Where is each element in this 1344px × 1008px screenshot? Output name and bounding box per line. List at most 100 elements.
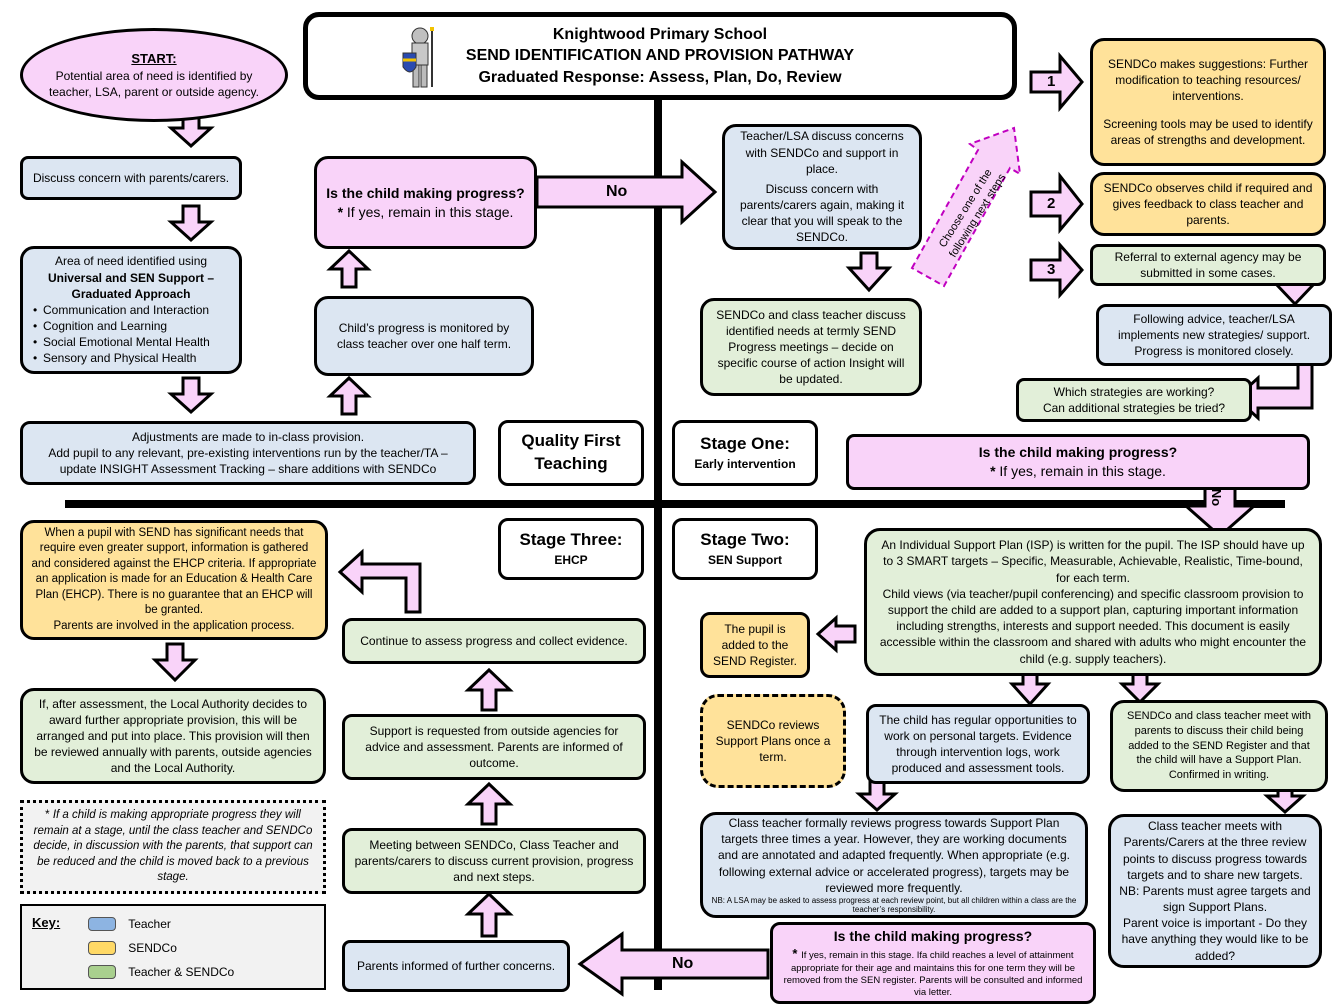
area-item: Cognition and Learning: [31, 318, 231, 334]
up-arrow: [326, 375, 372, 416]
ehcp-text: When a pupil with SEND has significant n…: [31, 526, 317, 617]
start-text: Potential area of need is identified by …: [49, 68, 259, 99]
stage-two-no-label: No: [672, 955, 694, 972]
step-1-box: SENDCo makes suggestions: Further modifi…: [1090, 38, 1326, 166]
progress-note-star: *: [45, 809, 50, 822]
key-title: Key:: [32, 915, 61, 930]
monitored-text: Child’s progress is monitored by class t…: [336, 320, 512, 351]
stage-two-label: Stage Two: SEN Support: [672, 518, 818, 580]
formal-review-text: Class teacher formally reviews progress …: [717, 815, 1071, 895]
key-label: Teacher: [128, 917, 171, 931]
qft-question: Is the child making progress?: [326, 184, 525, 201]
register-text: The pupil is added to the SEND Register.: [712, 621, 798, 669]
no-right-arrow: [535, 158, 718, 226]
qft-label-line-2: Teaching: [534, 454, 608, 473]
progress-note-text: If a child is making appropriate progres…: [33, 809, 313, 884]
area-intro: Area of need identified using: [54, 254, 208, 269]
local-authority-text: If, after assessment, the Local Authorit…: [34, 696, 312, 776]
school-name: Knightwood Primary School: [552, 25, 768, 43]
knight-icon: [402, 27, 434, 88]
key-item-teacher: Teacher: [88, 916, 234, 932]
isp-text-1: An Individual Support Plan (ISP) is writ…: [881, 538, 1305, 585]
stage-three-subtitle: EHCP: [554, 553, 588, 568]
stage-one-question-note: If yes, remain in this stage.: [999, 463, 1166, 479]
parents-informed-box: Parents informed of further concerns.: [342, 940, 570, 992]
stage-one-meeting-text: SENDCo and class teacher discuss identif…: [716, 307, 906, 387]
stage-one-no-label: No: [1209, 488, 1225, 507]
down-arrow: [167, 376, 215, 415]
three-review-points-box: Class teacher meets with Parents/Carers …: [1108, 814, 1322, 968]
stage-three-label: Stage Three: EHCP: [498, 518, 644, 580]
stage-two-subtitle: SEN Support: [708, 553, 782, 568]
discuss-concern-text: Discuss concern with parents/carers.: [32, 170, 230, 185]
stage-one-question-box: Is the child making progress? * If yes, …: [846, 434, 1310, 490]
page-subtitle: Graduated Response: Assess, Plan, Do, Re…: [478, 68, 842, 86]
stage-one-subtitle: Early intervention: [694, 457, 796, 472]
area-item: Sensory and Physical Health: [31, 350, 231, 366]
three-points-3: Parent voice is important - Do they have…: [1121, 916, 1309, 963]
stage-one-title: Stage One:: [700, 434, 790, 454]
down-arrow: [151, 642, 199, 683]
step-3-text: Referral to external agency may be submi…: [1114, 249, 1302, 280]
adjustments-box: Adjustments are made to in-class provisi…: [20, 421, 476, 485]
step-arrow-3: [1029, 241, 1084, 299]
stage-two-question-note-row: * If yes, remain in this stage. Ifa chil…: [783, 945, 1083, 999]
key-items: Teacher SENDCo Teacher & SENDCo: [88, 912, 234, 985]
progress-note-box: * If a child is making appropriate progr…: [20, 800, 326, 894]
key-label: Teacher & SENDCo: [128, 965, 235, 980]
page-title: SEND IDENTIFICATION AND PROVISION PATHWA…: [465, 47, 855, 65]
opportunities-text: The child has regular opportunities to w…: [879, 712, 1077, 776]
qft-label-line-1: Quality First: [521, 431, 621, 451]
key-label: SENDCo: [128, 941, 177, 956]
meet-parents-text: SENDCo and class teacher meet with paren…: [1126, 709, 1312, 782]
support-requested-text: Support is requested from outside agenci…: [365, 723, 623, 771]
step-1-text-a: SENDCo makes suggestions: Further modifi…: [1107, 56, 1309, 103]
down-arrow: [167, 204, 215, 243]
step-arrow-2: [1029, 171, 1084, 235]
qft-no-label: No: [606, 183, 628, 200]
parents-informed-text: Parents informed of further concerns.: [356, 958, 556, 973]
isp-text-2: Child views (via teacher/pupil conferenc…: [879, 586, 1307, 666]
key-swatch: [88, 917, 117, 932]
up-arrow: [464, 891, 514, 938]
key-swatch: [88, 941, 117, 956]
sendco-reviews-text: SENDCo reviews Support Plans once a term…: [715, 717, 831, 765]
isp-box: An Individual Support Plan (ISP) is writ…: [864, 528, 1322, 676]
stage-one-discuss-box: Teacher/LSA discuss concerns with SENDCo…: [722, 124, 922, 250]
area-approach: Universal and SEN Support – Graduated Ap…: [47, 270, 215, 301]
stage-one-question-note-row: * If yes, remain in this stage.: [990, 463, 1166, 479]
progress-note-row: * If a child is making appropriate progr…: [31, 808, 315, 886]
adjustments-line-1: Adjustments are made to in-class provisi…: [131, 429, 365, 444]
stage-three-title: Stage Three:: [519, 530, 623, 550]
stage-one-question: Is the child making progress?: [978, 444, 1178, 461]
choose-next-steps-arrow: [910, 126, 1022, 288]
which-strategies-2: Can additional strategies be tried?: [1042, 401, 1226, 415]
stage-three-meeting-text: Meeting between SENDCo, Class Teacher an…: [354, 837, 634, 885]
formal-review-nb: NB: A LSA may be asked to assess progres…: [711, 895, 1077, 915]
step-number-3: 3: [1047, 261, 1056, 278]
start-title: START:: [131, 51, 177, 67]
left-arrow: [815, 614, 857, 654]
key-item-both: Teacher & SENDCo: [88, 964, 234, 980]
area-item: Communication and Interaction: [31, 302, 231, 318]
down-arrow: [845, 251, 893, 293]
step-2-text: SENDCo observes child if required and gi…: [1103, 180, 1313, 228]
continue-assess-text: Continue to assess progress and collect …: [360, 633, 628, 648]
stage-one-discuss-1: Teacher/LSA discuss concerns with SENDCo…: [740, 129, 904, 176]
ehcp-box: When a pupil with SEND has significant n…: [20, 520, 328, 640]
discuss-concern-box: Discuss concern with parents/carers.: [20, 156, 242, 200]
following-advice-text: Following advice, teacher/LSA implements…: [1117, 311, 1311, 359]
which-strategies-1: Which strategies are working?: [1053, 384, 1215, 399]
step-arrow-1: [1029, 51, 1084, 113]
stage-two-question: Is the child making progress?: [833, 928, 1033, 944]
qft-stage-label: Quality First Teaching: [498, 420, 644, 486]
elbow-arrow: [337, 548, 422, 614]
no-left-arrow: [577, 931, 770, 997]
area-of-need-box: Area of need identified using Universal …: [20, 246, 242, 374]
formal-review-box: Class teacher formally reviews progress …: [700, 812, 1088, 918]
step-number-2: 2: [1047, 195, 1056, 212]
up-arrow: [326, 248, 372, 289]
ehcp-text-2: Parents are involved in the application …: [53, 619, 295, 632]
step-3-box: Referral to external agency may be submi…: [1090, 244, 1326, 286]
